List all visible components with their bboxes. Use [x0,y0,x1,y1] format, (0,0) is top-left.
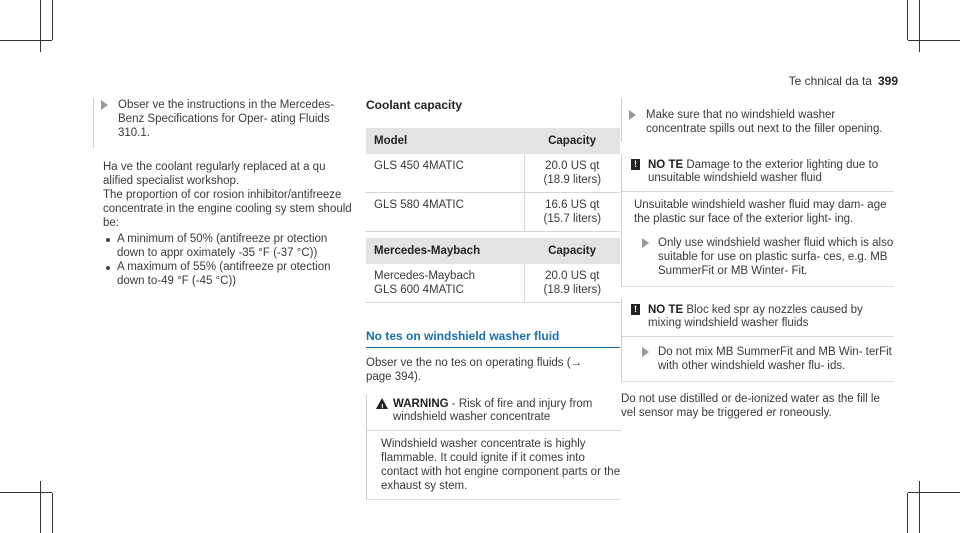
instruction-note: Make sure that no windshield washer conc… [621,98,893,142]
section-title: Te chnical da ta [788,74,872,88]
arrow-icon [629,110,636,120]
column-3: Make sure that no windshield washer conc… [621,98,894,420]
note-text: Make sure that no windshield washer conc… [646,109,883,135]
crop-mark [40,481,41,533]
notice-body: Unsuitable windshield washer fluid may d… [634,199,887,225]
table-header: Mercedes-Maybach Capacity [366,238,620,264]
running-header: Te chnical da ta 399 [789,74,898,88]
warning-header: ! WARNING - Risk of fire and injury from… [367,394,621,431]
crop-mark [40,0,41,52]
table-header: Model Capacity [366,128,620,154]
notice-title: Damage to the exterior lighting due to u… [648,159,879,184]
arrow-icon [101,100,108,110]
capacity-cell: 20.0 US qt (18.9 liters) [524,264,620,303]
crop-mark [52,493,53,533]
notice-label: NO TE [648,304,684,316]
bullet-icon [106,238,110,242]
paragraph: Do not use distilled or de-ionized water… [621,393,880,419]
instruction-note: Only use windshield washer fluid which i… [622,232,894,286]
notice-icon: ! [631,159,640,170]
notice-header: ! NO TE Damage to the exterior lighting … [622,154,894,192]
table-row: GLS 580 4MATIC 16.6 US qt (15.7 liters) [366,192,620,232]
crop-mark [0,492,52,493]
table-title: Coolant capacity [366,98,463,112]
note-text: Only use windshield washer fluid which i… [658,237,894,277]
column-header: Capacity [524,128,620,154]
list-item: A maximum of 55% (antifreeze pr otection… [103,260,353,288]
capacity-value: (18.9 liters) [543,174,602,186]
model-cell: GLS 580 4MATIC [366,192,525,232]
crop-mark [908,40,960,41]
crop-mark [919,0,920,52]
note-text: Do not mix MB SummerFit and MB Win‐ terF… [658,346,892,372]
warning-title: - Risk of fire and injury from windshiel… [393,398,593,423]
instruction-note: Obser ve the instructions in the Mercede… [93,98,353,148]
warning-label: WARNING [393,398,449,410]
capacity-value: 20.0 US qt [545,160,600,172]
crop-mark [907,0,908,40]
crop-mark [52,0,53,40]
list-item-text: A maximum of 55% (antifreeze pr otection… [117,261,331,287]
bullet-list: A minimum of 50% (antifreeze pr otection… [103,232,353,288]
note-text: Obser ve the instructions in the Mercede… [118,99,335,139]
table-row: GLS 450 4MATIC 20.0 US qt (18.9 liters) [366,154,620,193]
model-cell: GLS 450 4MATIC [366,154,525,193]
column-header: Capacity [524,238,620,264]
crop-mark [0,40,52,41]
capacity-value: 16.6 US qt [545,199,600,211]
instruction-note: Do not mix MB SummerFit and MB Win‐ terF… [622,337,894,381]
list-item: A minimum of 50% (antifreeze pr otection… [103,232,353,260]
paragraph: Ha ve the coolant regularly replaced at … [103,161,326,187]
arrow-icon [642,238,649,248]
paragraph: Obser ve the no tes on operating fluids … [366,357,583,383]
notice-icon: ! [631,304,640,315]
warning-body: Windshield washer concentrate is highly … [381,438,621,492]
capacity-value: 20.0 US qt [545,270,600,282]
arrow-icon [642,347,649,357]
paragraph: The proportion of cor rosion inhibitor/a… [103,189,352,229]
notice-title: Bloc ked spr ay nozzles caused by mixing… [648,304,863,329]
section-heading: No tes on windshield washer fluid [366,329,620,348]
model-name: GLS 600 4MATIC [374,284,464,296]
warning-box: ! WARNING - Risk of fire and injury from… [366,394,621,500]
column-1: Obser ve the instructions in the Mercede… [93,98,353,288]
warning-icon: ! [376,398,388,412]
column-2: Coolant capacity Model Capacity GLS 450 … [366,98,622,500]
capacity-cell: 16.6 US qt (15.7 liters) [524,192,620,232]
page-number: 399 [877,74,898,88]
coolant-table: Model Capacity GLS 450 4MATIC 20.0 US qt… [366,128,620,303]
notice-label: NO TE [648,159,684,171]
bullet-icon [106,266,110,270]
crop-mark [919,481,920,533]
capacity-value: (15.7 liters) [543,213,602,225]
crop-mark [908,492,960,493]
notice-box: ! NO TE Damage to the exterior lighting … [621,154,894,287]
capacity-cell: 20.0 US qt (18.9 liters) [524,154,620,193]
model-name: Mercedes-Maybach [374,270,475,282]
capacity-value: (18.9 liters) [543,284,602,296]
crop-mark [907,493,908,533]
notice-header: ! NO TE Bloc ked spr ay nozzles caused b… [622,299,894,337]
column-header: Mercedes-Maybach [366,238,525,264]
list-item-text: A minimum of 50% (antifreeze pr otection… [117,233,328,259]
column-header: Model [366,128,525,154]
notice-box: ! NO TE Bloc ked spr ay nozzles caused b… [621,299,894,382]
